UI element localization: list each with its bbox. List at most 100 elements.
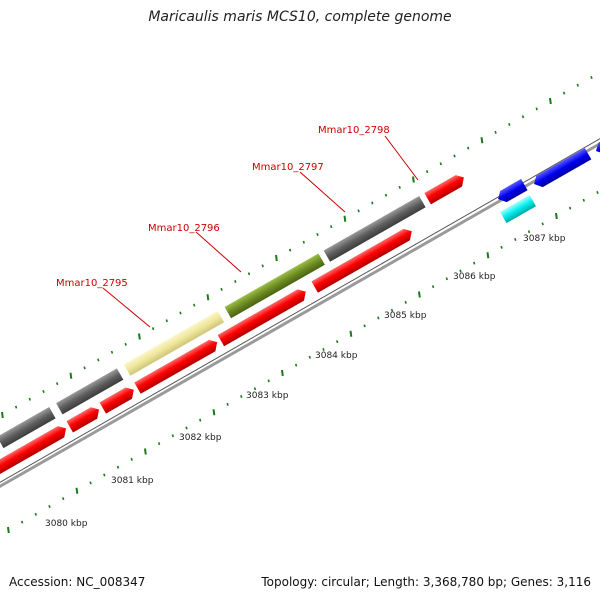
minor-tick [234,280,237,284]
gene-mmar10-2798[interactable] [424,172,467,205]
reverse-gene-6[interactable] [311,226,415,293]
forward-gene-1[interactable] [0,407,56,449]
minor-tick [130,457,133,461]
minor-tick [459,269,462,273]
major-tick [69,372,73,379]
major-tick [480,137,484,144]
minor-tick [294,363,298,367]
right-gene-cluster [495,135,600,224]
reverse-gene-4[interactable] [134,337,220,394]
gene-label-2798: Mmar10_2798 [318,125,390,136]
minor-tick [377,316,380,320]
gene-mmar10-2796[interactable] [224,253,325,319]
major-tick [275,254,278,262]
minor-tick [110,350,114,354]
minor-tick [514,238,517,242]
minor-tick [494,130,497,134]
major-tick [212,409,216,416]
minor-tick [83,366,86,370]
major-tick [138,333,141,340]
minor-tick [384,193,388,197]
kbp-label-3084: 3084 kbp [315,351,358,361]
major-tick [412,176,415,183]
minor-tick [220,287,223,291]
minor-tick [590,75,593,79]
minor-tick [404,300,407,304]
minor-tick [467,146,470,150]
tick-row-lower [7,190,599,534]
gene-label-2795: Mmar10_2795 [56,278,128,289]
minor-tick [97,358,100,362]
major-tick [7,526,10,534]
minor-tick [247,272,251,276]
minor-tick [535,107,538,111]
minor-tick [185,426,188,430]
minor-tick [240,395,243,399]
kbp-label-3085: 3085 kbp [384,311,427,321]
gene-label-leaders [102,135,419,328]
minor-tick [42,389,45,393]
blue-gene-1[interactable] [495,178,528,205]
minor-tick [330,225,333,229]
minor-tick [390,308,394,312]
minor-tick [157,442,161,446]
reverse-gene-5[interactable] [217,286,310,347]
kbp-label-3083: 3083 kbp [246,391,289,401]
kbp-label-3081: 3081 kbp [111,476,154,486]
minor-tick [116,465,120,469]
reverse-gene-track [0,226,415,478]
minor-tick [500,245,503,249]
reverse-gene-1[interactable] [0,423,69,478]
gene-mmar10-2797[interactable] [323,195,426,262]
reverse-gene-2[interactable] [66,404,103,433]
minor-tick [193,303,196,307]
blue-gene-2[interactable] [531,148,592,190]
minor-tick [261,264,264,268]
major-tick [486,252,490,259]
minor-tick [179,311,182,315]
gene-mmar10-2795[interactable] [123,310,225,376]
minor-tick [151,327,155,331]
minor-tick [453,154,456,158]
minor-tick [308,355,311,359]
minor-tick [267,379,270,383]
minor-tick [62,497,65,501]
minor-tick [322,347,325,351]
minor-tick [445,277,448,281]
minor-tick [336,340,339,344]
major-tick [1,411,4,419]
major-tick [75,487,79,494]
forward-gene-2[interactable] [56,368,124,415]
minor-tick [398,185,401,189]
kbp-labels: 3080 kbp 3081 kbp 3082 kbp 3083 kbp 3084… [45,234,566,529]
minor-tick [103,473,106,477]
major-tick [349,330,353,337]
minor-tick [541,222,544,226]
tick-row-upper [1,75,593,419]
reverse-gene-3[interactable] [99,384,138,414]
kbp-label-3080: 3080 kbp [45,519,88,529]
minor-tick [20,520,24,524]
minor-tick [302,240,305,244]
minor-tick [363,324,366,328]
minor-tick [508,123,511,127]
minor-tick [171,434,174,438]
minor-tick [576,83,579,87]
minor-tick [14,405,18,409]
minor-tick [568,206,572,210]
minor-tick [357,209,360,213]
minor-tick [371,201,374,205]
minor-tick [28,397,31,401]
kbp-label-3082: 3082 kbp [179,433,222,443]
minor-tick [89,481,92,485]
minor-tick [48,504,51,508]
cyan-gene[interactable] [500,194,537,224]
minor-tick [562,91,566,95]
accession-text: Accession: NC_008347 [9,575,146,589]
major-tick [549,97,552,105]
minor-tick [34,512,37,516]
minor-tick [56,382,59,386]
minor-tick [596,190,599,194]
minor-tick [226,402,229,406]
